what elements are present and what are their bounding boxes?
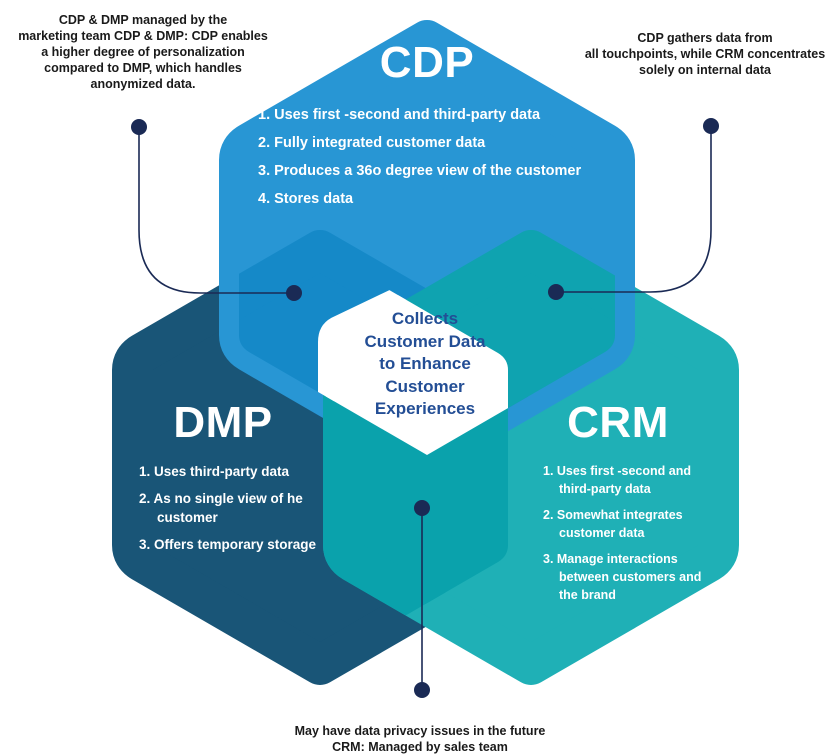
cdp-feature-item: 1. Uses first -second and third-party da… xyxy=(258,107,541,123)
connector-dot xyxy=(703,118,719,134)
note-line: CDP gathers data from xyxy=(637,31,773,45)
note-line: anonymized data. xyxy=(90,77,196,91)
note-bottom: May have data privacy issues in the futu… xyxy=(260,723,580,755)
cdp-feature-item: 2. Fully integrated customer data xyxy=(258,135,486,151)
note-line: May have data privacy issues in the futu… xyxy=(294,724,546,738)
crm-feature-item: 2. Somewhat integrates customer data xyxy=(543,508,683,540)
note-line: solely on internal data xyxy=(639,63,771,77)
dmp-title: DMP xyxy=(173,398,273,447)
note-line: a higher degree of personalization xyxy=(41,45,245,59)
center-line: Experiences xyxy=(374,399,476,418)
crm-feature-item: 3. Manage interactions between customers… xyxy=(543,552,702,602)
dmp-feature-list: 1. Uses third-party data 2. As no single… xyxy=(139,462,319,562)
crm-feature-list: 1. Uses first -second and third-party da… xyxy=(543,462,708,612)
center-statement: Collects Customer Data to Enhance Custom… xyxy=(335,308,515,421)
cdp-feature-item: 4. Stores data xyxy=(258,191,354,207)
cdp-title: CDP xyxy=(379,38,475,87)
dmp-feature-item: 1. Uses third-party data xyxy=(139,464,290,479)
note-line: all touchpoints, while CRM concentrates xyxy=(584,47,826,61)
cdp-feature-item: 3. Produces a 36o degree view of the cus… xyxy=(258,163,582,179)
center-line: Customer Data xyxy=(364,331,486,351)
note-line: CDP & DMP managed by the xyxy=(58,13,228,27)
connector-dot xyxy=(414,682,430,698)
connector-dot xyxy=(548,284,564,300)
note-line: compared to DMP, which handles xyxy=(44,61,242,75)
connector-bottom xyxy=(414,500,430,698)
note-top-right: CDP gathers data from all touchpoints, w… xyxy=(570,30,839,78)
note-top-left: CDP & DMP managed by the marketing team … xyxy=(8,12,278,92)
cdp-feature-list: 1. Uses first -second and third-party da… xyxy=(258,104,581,216)
dmp-feature-item: 3. Offers temporary storage xyxy=(139,537,317,552)
note-line: marketing team CDP & DMP: CDP enables xyxy=(18,29,268,43)
note-line: CRM: Managed by sales team xyxy=(332,740,508,754)
dmp-feature-item: 2. As no single view of he customer xyxy=(139,491,303,525)
center-line: Collects xyxy=(391,309,459,328)
center-line: to Enhance xyxy=(379,354,471,373)
connector-dot xyxy=(414,500,430,516)
connector-top-left xyxy=(131,119,302,301)
connector-dot xyxy=(131,119,147,135)
crm-feature-item: 1. Uses first -second and third-party da… xyxy=(543,464,691,496)
center-line: Customer xyxy=(385,376,465,396)
connector-dot xyxy=(286,285,302,301)
connector-top-right xyxy=(548,118,719,300)
crm-title: CRM xyxy=(567,398,669,447)
